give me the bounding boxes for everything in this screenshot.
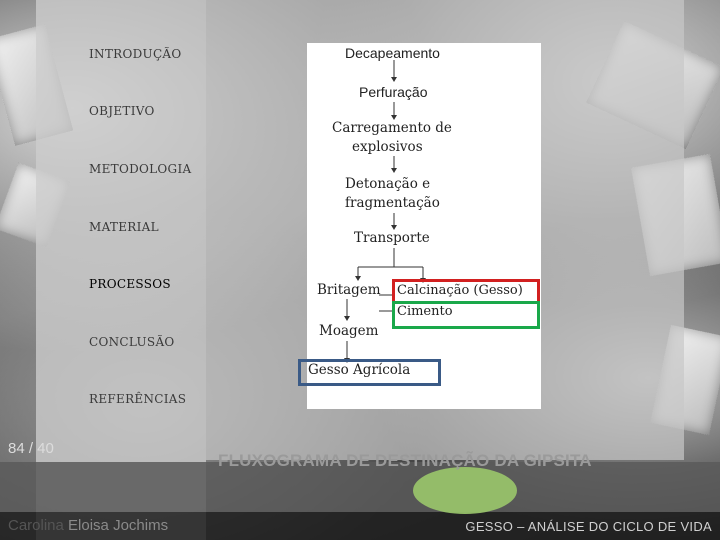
flow-step-gesso-agricola: Gesso Agrícola xyxy=(308,362,411,378)
flow-step-moagem: Moagem xyxy=(319,323,379,339)
flow-step-transporte: Transporte xyxy=(354,230,430,246)
nav-item-material[interactable]: MATERIAL xyxy=(89,220,159,234)
nav-item-objetivo[interactable]: OBJETIVO xyxy=(89,104,155,118)
slide-title: FLUXOGRAMA DE DESTINAÇÃO DA GIPSITA xyxy=(218,451,592,470)
flow-step-carregamento-line1: Carregamento de xyxy=(332,120,452,136)
nav-item-referencias[interactable]: REFERÊNCIAS xyxy=(89,392,187,406)
author-last-name: Eloisa Jochims xyxy=(63,517,169,534)
footer-bar xyxy=(0,462,720,512)
flow-step-calcinacao: Calcinação (Gesso) xyxy=(397,283,523,298)
page-indicator: 84 / 40 xyxy=(8,440,54,457)
flow-step-carregamento-line2: explosivos xyxy=(352,139,423,155)
author-name: Carolina Eloisa Jochims xyxy=(8,517,168,534)
flow-step-detonacao-line1: Detonação e xyxy=(345,176,431,192)
flow-step-perfuracao: Perfuração xyxy=(359,84,428,100)
footer-strip xyxy=(0,512,720,540)
flow-step-detonacao-line2: fragmentação xyxy=(345,195,440,211)
flow-step-britagem: Britagem xyxy=(317,282,381,298)
flowchart: Decapeamento Perfuração Carregamento de … xyxy=(298,43,541,409)
nav-item-conclusao[interactable]: CONCLUSÃO xyxy=(89,335,175,349)
accent-oval xyxy=(413,467,517,514)
flow-step-decapeamento: Decapeamento xyxy=(345,45,440,61)
highlight-box-green xyxy=(392,301,540,329)
nav-item-metodologia[interactable]: METODOLOGIA xyxy=(89,162,192,176)
author-first-name: Carolina xyxy=(8,517,64,534)
navigation-panel xyxy=(36,0,206,540)
flow-step-cimento: Cimento xyxy=(397,304,453,319)
highlight-box-blue xyxy=(298,359,441,386)
nav-item-processos[interactable]: PROCESSOS xyxy=(89,277,171,291)
nav-item-introducao[interactable]: INTRODUÇÃO xyxy=(89,47,182,61)
footer-title: GESSO – ANÁLISE DO CICLO DE VIDA xyxy=(465,519,712,534)
